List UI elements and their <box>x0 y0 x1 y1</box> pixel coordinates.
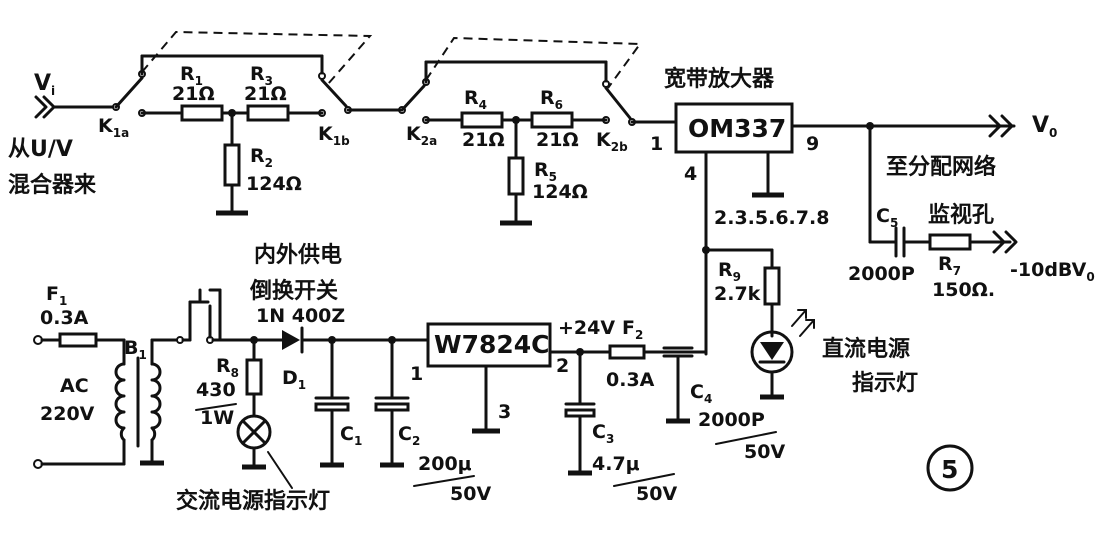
r5-label: R5 <box>534 159 557 184</box>
switch-k2a <box>398 60 608 124</box>
resistor-r1 <box>180 104 224 122</box>
r5-value: 124Ω <box>532 181 588 203</box>
ac-power-lamp <box>236 414 272 450</box>
resistor-r7 <box>928 233 972 251</box>
c3-voltage: 50V <box>636 483 677 505</box>
switch-title-line1: 内外供电 <box>254 242 342 268</box>
c4-label: C4 <box>690 381 712 406</box>
r8-label: R8 <box>216 355 239 380</box>
reg-pin-gnd: 3 <box>498 401 511 423</box>
ac-value: 220V <box>40 403 95 425</box>
r8-value: 430 <box>196 379 236 401</box>
resistor-r4 <box>460 111 504 129</box>
reg-chip-label: W7824C <box>434 330 550 359</box>
r7-label: R7 <box>938 253 961 278</box>
reg-pin-out: 2 <box>556 355 569 377</box>
r6-label: R6 <box>540 87 563 112</box>
b1-label: B1 <box>124 337 147 362</box>
k1b-label: K1b <box>318 123 350 148</box>
k1-linkage <box>141 30 373 85</box>
resistor-r8 <box>245 358 263 396</box>
diode-part: 1N 400Z <box>256 305 345 327</box>
amp-pin-in: 1 <box>650 133 663 155</box>
c3-value: 4.7μ <box>592 453 640 475</box>
fuse-f1 <box>58 332 98 348</box>
r1-label: R1 <box>180 63 203 88</box>
transformer-b1 <box>114 356 162 448</box>
source-label-line1: 从U/V <box>8 137 73 162</box>
f1-value: 0.3A <box>40 307 89 329</box>
k2a-label: K2a <box>406 123 437 148</box>
c1-label: C1 <box>340 423 362 448</box>
vi-label: Vi <box>34 71 55 98</box>
r9-label: R9 <box>718 259 741 284</box>
switch-k2b <box>602 60 678 126</box>
dc-indicator-line1: 直流电源 <box>822 336 910 362</box>
r3-label: R3 <box>250 63 273 88</box>
ac-label: AC <box>60 375 89 397</box>
c4-voltage: 50V <box>744 441 785 463</box>
amplifier-om337 <box>674 102 794 154</box>
dc-indicator-line2: 指示灯 <box>852 371 918 396</box>
monitor-label: 监视孔 <box>928 202 994 228</box>
plus24-label: +24V <box>558 317 615 339</box>
source-label-line2: 混合器来 <box>8 172 97 198</box>
regulator-w7824c <box>426 322 552 368</box>
f2-label: F2 <box>622 317 643 342</box>
power-changeover-switch <box>176 288 284 344</box>
amp-gnd-pins: 2.3.5.6.7.8 <box>714 207 829 229</box>
to-network-label: 至分配网络 <box>886 154 996 180</box>
r4-label: R4 <box>464 87 487 112</box>
resistor-r6 <box>530 111 574 129</box>
amp-chip-label: OM337 <box>688 114 786 143</box>
resistor-r3 <box>246 104 290 122</box>
c3-label: C3 <box>592 421 614 446</box>
r2-value: 124Ω <box>246 173 302 195</box>
k2b-label: K2b <box>596 129 628 154</box>
amp-pin-out: 9 <box>806 133 819 155</box>
r4-value: 21Ω <box>462 129 505 151</box>
monitor-level: -10dBV0 <box>1010 259 1095 284</box>
resistor-r9 <box>763 266 781 306</box>
r2-label: R2 <box>250 145 273 170</box>
ac-indicator-label: 交流电源指示灯 <box>176 488 330 514</box>
resistor-r2 <box>223 143 241 187</box>
figure-number: 5 <box>941 455 958 484</box>
r3-value: 21Ω <box>244 83 287 105</box>
amp-pin-pwr: 4 <box>684 163 697 185</box>
vo-label: V0 <box>1032 113 1057 140</box>
d1-label: D1 <box>282 367 306 392</box>
r6-value: 21Ω <box>536 129 579 151</box>
input-terminal <box>34 95 114 119</box>
f2-value: 0.3A <box>606 369 655 391</box>
switch-k1b <box>318 54 402 117</box>
amp-title: 宽带放大器 <box>664 66 775 92</box>
figure-number-circle <box>926 444 974 492</box>
reg-pin-in: 1 <box>410 363 423 385</box>
fuse-f2 <box>608 344 646 360</box>
c4-value: 2000P <box>698 409 765 431</box>
resistor-r5 <box>507 156 525 196</box>
dc-power-led <box>750 309 815 400</box>
switch-title-line2: 倒换开关 <box>249 278 338 304</box>
r9-value: 2.7k <box>714 283 761 305</box>
r8-power: 1W <box>200 407 234 429</box>
f1-label: F1 <box>46 283 67 308</box>
c5-label: C5 <box>876 205 898 230</box>
diode-d1 <box>282 326 304 354</box>
r7-value: 150Ω. <box>932 279 995 301</box>
c5-value: 2000P <box>848 263 915 285</box>
c2-label: C2 <box>398 423 420 448</box>
c12-value: 200μ <box>418 453 472 475</box>
k1a-label: K1a <box>98 115 129 140</box>
r1-value: 21Ω <box>172 83 215 105</box>
c12-voltage: 50V <box>450 483 491 505</box>
k2-linkage <box>425 36 642 89</box>
